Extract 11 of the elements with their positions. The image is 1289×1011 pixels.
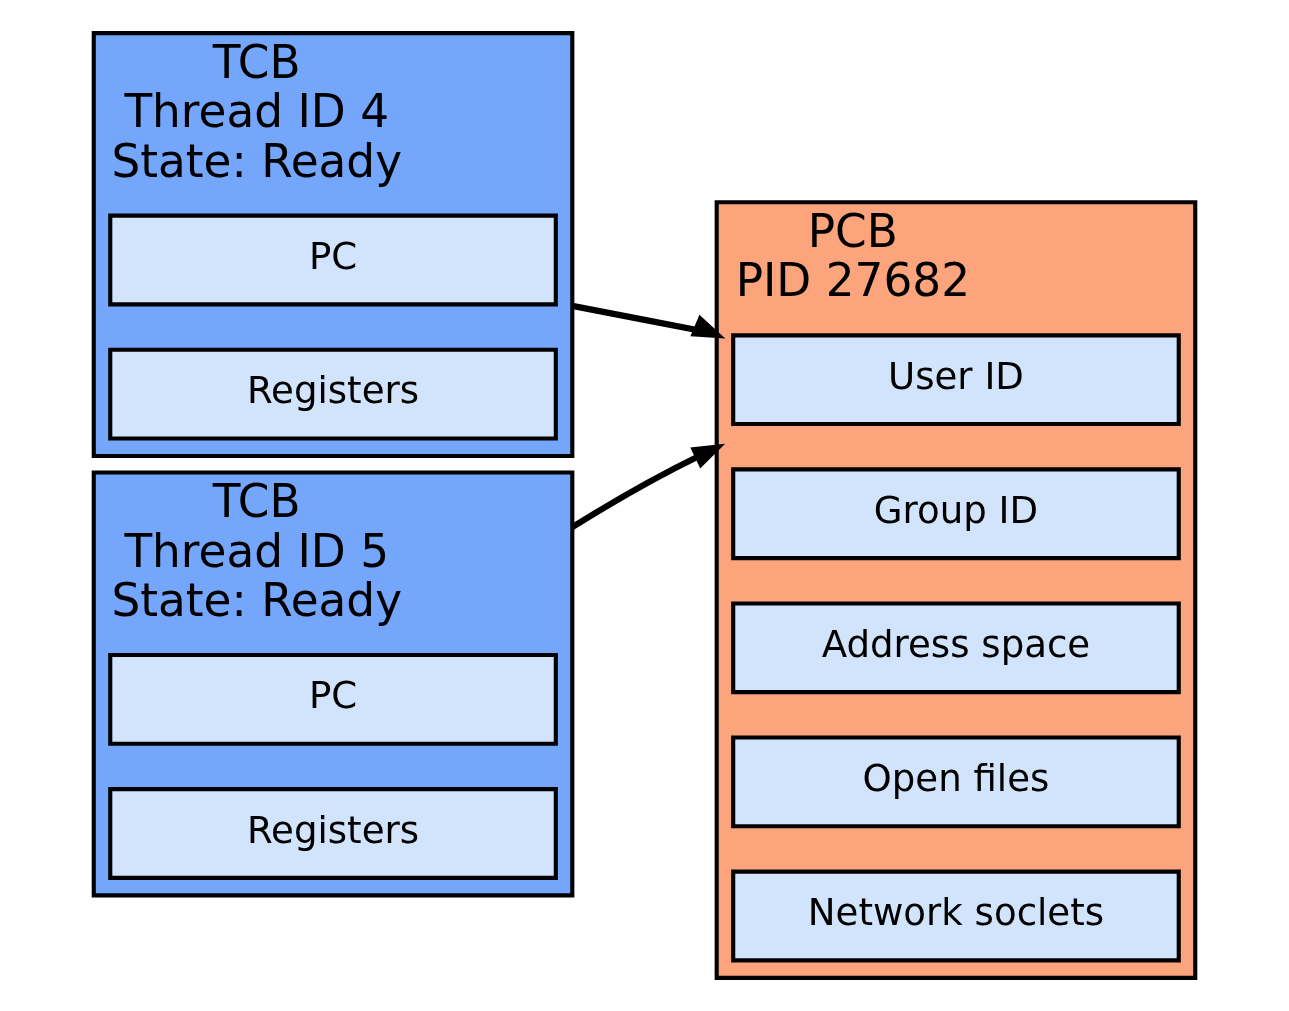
node-box: PC — [108, 653, 558, 746]
node-box: Registers — [108, 787, 558, 880]
node-box: Group ID — [731, 467, 1181, 561]
arrow — [571, 302, 726, 339]
node-box: Open files — [731, 735, 1181, 829]
node-box: Address space — [731, 601, 1181, 695]
node-box: Registers — [108, 347, 558, 441]
node-box: PC — [108, 213, 558, 307]
node-box: Network soclets — [731, 869, 1181, 963]
arrow — [570, 443, 726, 530]
node-box: User ID — [731, 333, 1181, 427]
